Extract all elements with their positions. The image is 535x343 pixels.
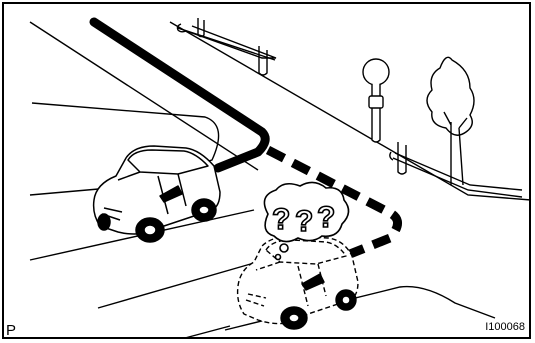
figure-code: I100068 [485, 321, 525, 333]
guard-rail-top [176, 18, 277, 76]
road-edge-bottom [184, 325, 231, 339]
figure-frame [2, 2, 531, 339]
question-mark-3: ? [317, 201, 335, 234]
road-lane-lower [97, 262, 255, 309]
road-edges [29, 21, 532, 339]
ghost-car-details [280, 273, 357, 330]
curb-left-corner [29, 102, 220, 196]
guard-rail-right [389, 142, 523, 198]
travelled-path [89, 17, 270, 173]
question-mark-1: ? [272, 203, 290, 236]
corner-letter: P [6, 322, 17, 339]
question-mark-2: ? [295, 205, 313, 238]
question-marks: ? ? ? [271, 200, 336, 239]
ghost-car-icon [236, 235, 359, 325]
road-edge-upper-left [29, 21, 259, 171]
uncertain-path [265, 146, 402, 263]
tree-icon [426, 56, 475, 186]
curb-bottom-right [224, 285, 496, 331]
road-edge-upper-right [169, 21, 532, 201]
question-bubble-icon [263, 181, 350, 261]
car-icon [92, 145, 221, 243]
round-sign-icon [362, 58, 390, 143]
